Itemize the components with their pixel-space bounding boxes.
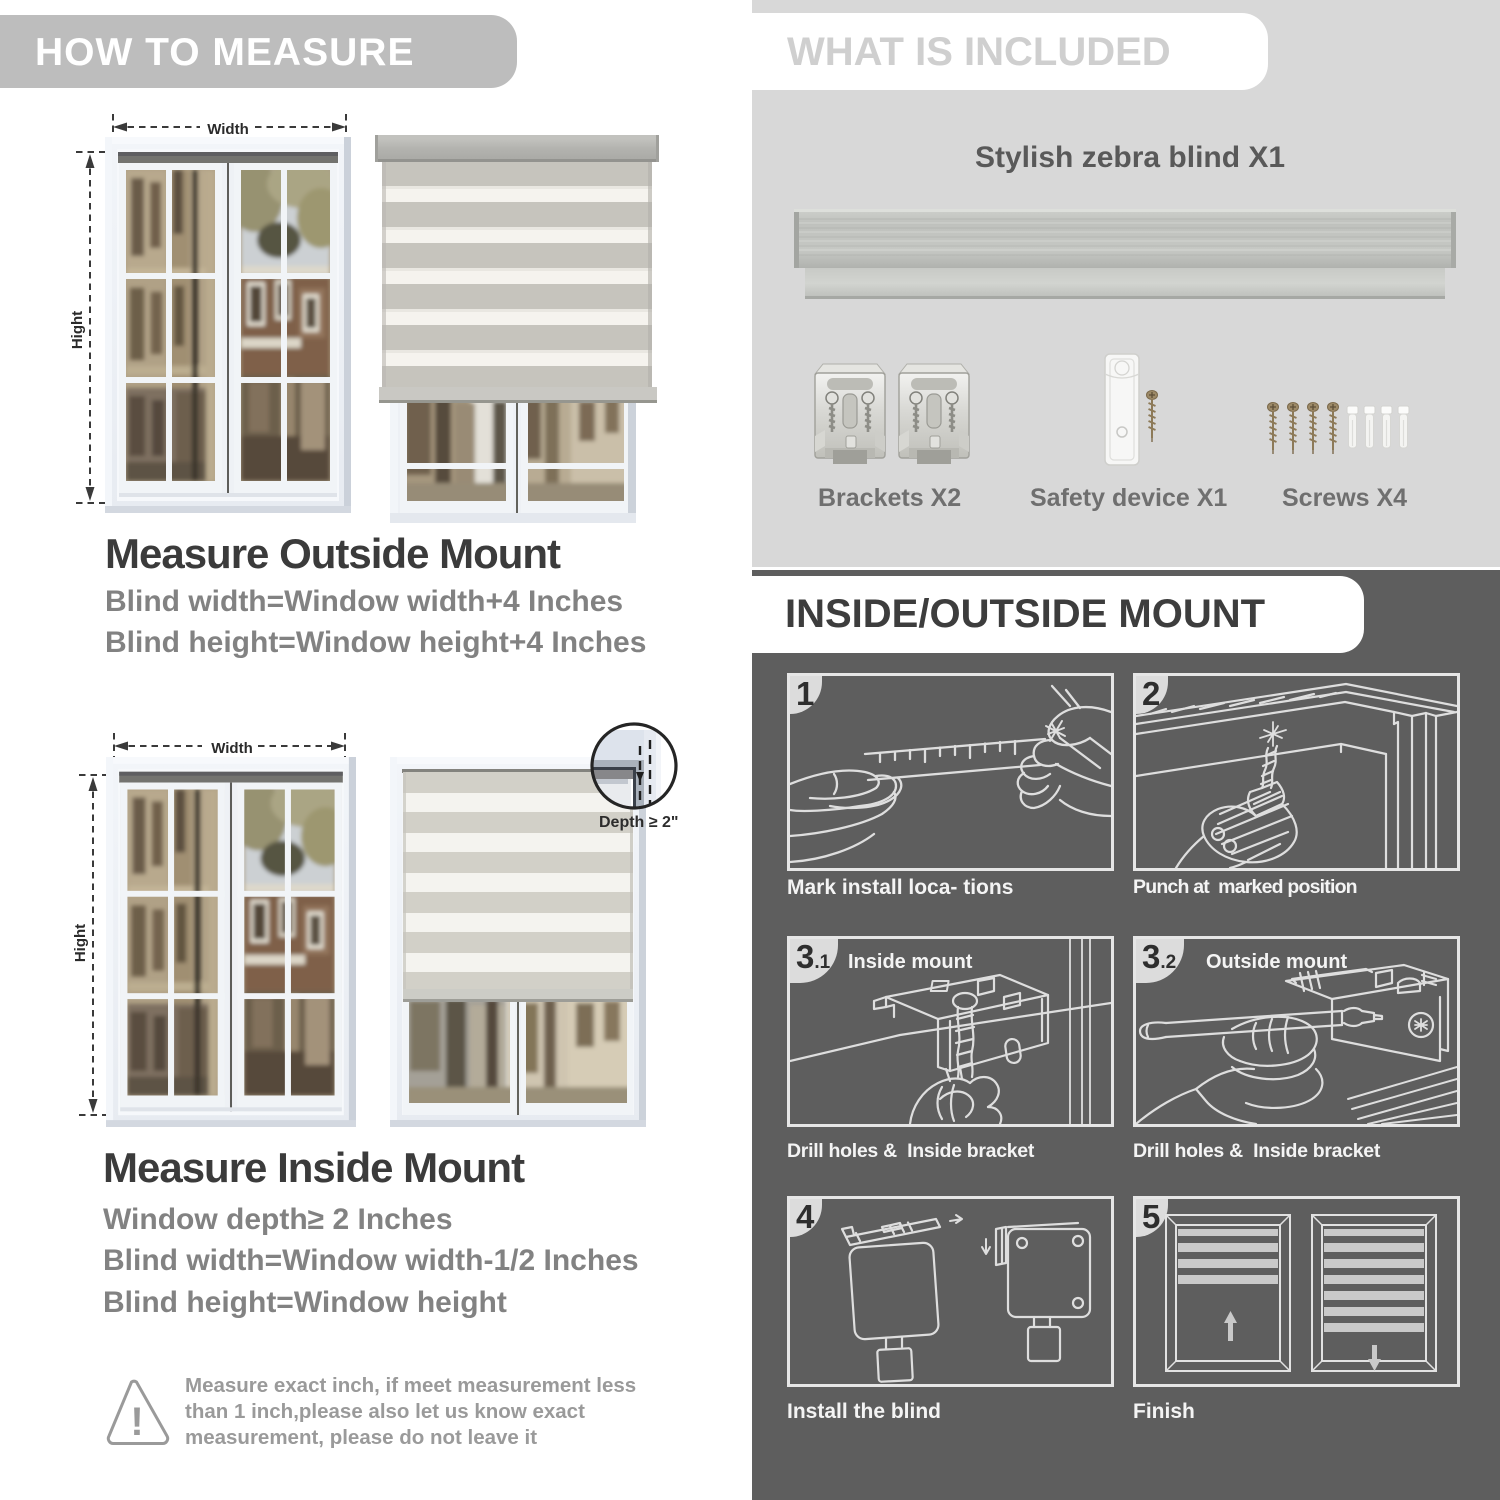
svg-text:Hight: Hight xyxy=(69,311,86,349)
svg-text:!: ! xyxy=(130,1400,143,1444)
svg-text:Width: Width xyxy=(211,740,253,757)
svg-text:Hight: Hight xyxy=(72,924,89,962)
svg-text:Width: Width xyxy=(207,121,249,138)
